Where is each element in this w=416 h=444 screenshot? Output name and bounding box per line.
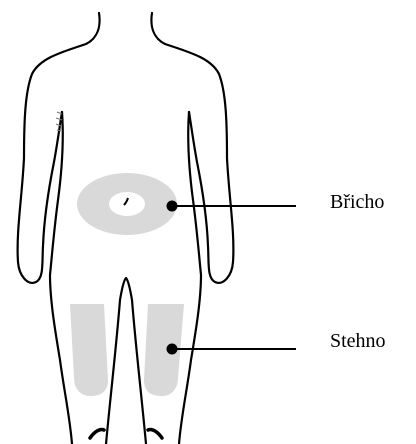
- right-body-contour: [151, 13, 233, 283]
- right-knee-mark: [148, 429, 162, 438]
- thigh-label: Stehno: [330, 330, 386, 353]
- abdomen-leader-dot: [168, 202, 177, 211]
- left-thigh-zone: [70, 304, 108, 396]
- thigh-leader-dot: [168, 345, 177, 354]
- left-knee-mark: [90, 429, 104, 438]
- left-body-contour: [18, 13, 100, 283]
- abdomen-label: Břicho: [330, 191, 384, 214]
- abdomen-injection-zone: [77, 173, 177, 235]
- inner-legs-contour: [106, 278, 146, 444]
